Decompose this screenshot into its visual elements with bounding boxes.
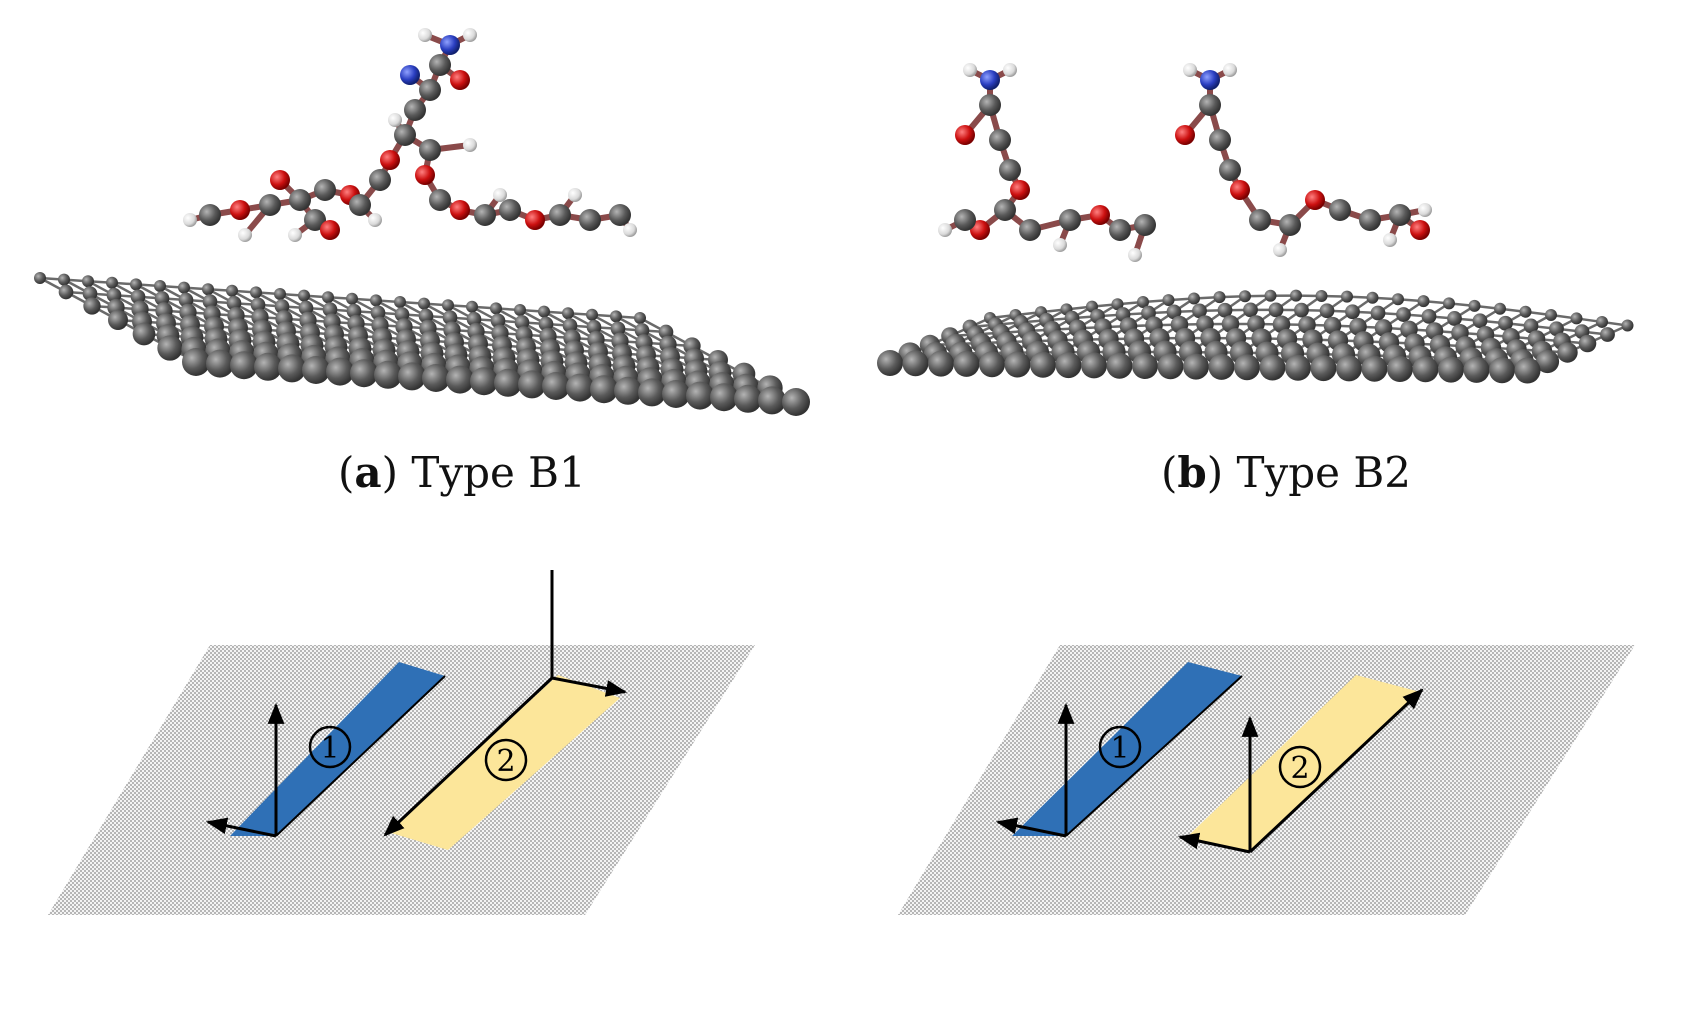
ring-1-label-b: 1	[1110, 731, 1129, 766]
axis-ring2-long-a	[383, 676, 554, 837]
axis-ring1-edge-a	[275, 675, 446, 837]
ring-2-plane-a	[388, 675, 620, 850]
caption-type-b1: (a) Type B1	[338, 448, 586, 497]
molecule-render-type-b1	[34, 28, 810, 416]
adsorbed-molecule-b	[938, 63, 1432, 262]
ring-1-marker-a	[308, 725, 352, 769]
molecule-render-type-b2	[877, 63, 1634, 384]
axis-ring1-long-a	[205, 817, 277, 838]
ring-1-plane-a	[230, 662, 445, 836]
caption-letter-b: b	[1177, 448, 1207, 497]
ring-2-marker-a	[484, 738, 528, 782]
graphene-sheet-b	[877, 289, 1634, 384]
schematic-type-b2: 1 2	[898, 645, 1635, 915]
caption-letter-a: a	[354, 448, 382, 497]
axis-ring2-side-a	[551, 676, 628, 697]
axis-ring2-side-b	[1177, 832, 1251, 854]
ring-1-label-a: 1	[320, 731, 339, 766]
ring-1-plane-b	[1012, 662, 1242, 836]
ring-2-marker-b	[1278, 745, 1322, 789]
caption-text-a: Type B1	[398, 448, 586, 497]
caption-type-b2: (b) Type B2	[1161, 448, 1411, 497]
axis-ring2-long-b	[1248, 688, 1424, 854]
ring-2-plane-b	[1186, 675, 1420, 852]
axis-ring1-long-b	[995, 817, 1067, 838]
ring-2-label-a: 2	[496, 744, 515, 779]
schematic-type-b1: 1 2	[48, 570, 755, 915]
caption-text-b: Type B2	[1223, 448, 1411, 497]
ring-1-marker-b	[1098, 725, 1142, 769]
ring-2-label-b: 2	[1290, 751, 1309, 786]
graphene-sheet-a	[34, 272, 810, 416]
adsorbed-molecule-a	[183, 28, 637, 242]
axis-ring1-edge-b	[1065, 675, 1243, 837]
